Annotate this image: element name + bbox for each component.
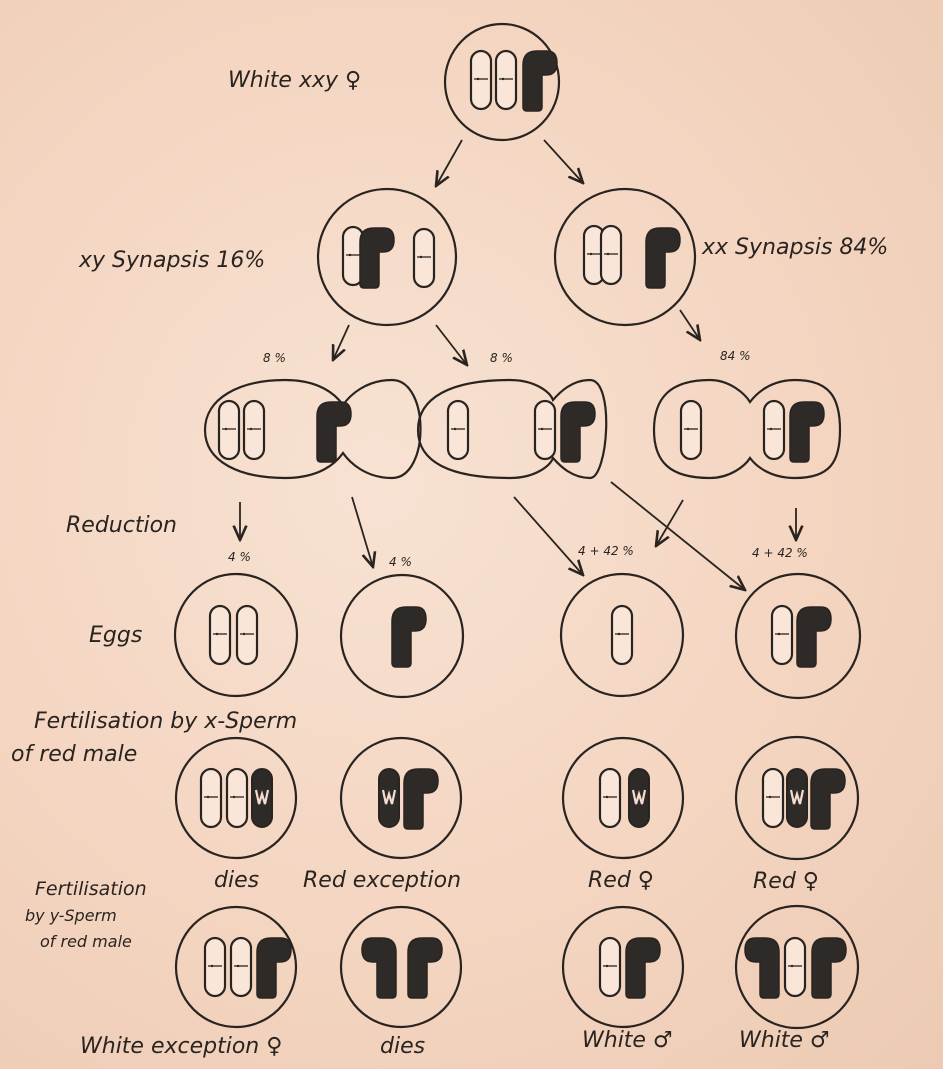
label-red-female-1: Red ♀: [588, 868, 654, 893]
x-zygote-2: [339, 736, 463, 860]
arrows: [240, 139, 796, 590]
pct-4-42-left: 4 + 42 %: [578, 544, 634, 558]
label-eggs: Eggs: [89, 623, 143, 648]
egg-cell-4: [734, 572, 862, 700]
label-fert-y-3: of red male: [40, 932, 132, 951]
label-red-exception: Red exception: [303, 868, 462, 893]
dividing-cell-2: [416, 378, 608, 480]
cell-xy-synapsis: [316, 187, 458, 327]
y-zygote-1: [174, 905, 298, 1029]
y-zygote-2: [339, 905, 463, 1029]
egg-cell-2: [339, 573, 465, 699]
pct-8-left: 8 %: [263, 351, 286, 365]
pct-84: 84 %: [720, 349, 751, 363]
label-red-female-2: Red ♀: [753, 869, 819, 894]
label-xx-synapsis: xx Synapsis 84%: [702, 235, 889, 260]
x-zygote-4: [734, 735, 860, 861]
label-xy-synapsis: xy Synapsis 16%: [79, 248, 266, 273]
label-white-male-1: White ♂: [582, 1028, 673, 1053]
label-fert-y-2: by y-Sperm: [25, 906, 117, 925]
label-fert-x-1: Fertilisation by x-Sperm: [34, 709, 298, 734]
label-fert-x-2: of red male: [11, 742, 138, 767]
label-fert-y-1: Fertilisation: [35, 878, 147, 900]
cell-top: [443, 22, 561, 142]
y-zygote-3: [561, 905, 685, 1029]
pct-4-42-right: 4 + 42 %: [752, 546, 808, 560]
pct-4-left: 4 %: [228, 550, 251, 564]
egg-cell-3: [559, 572, 685, 698]
label-white-male-2: White ♂: [739, 1028, 830, 1053]
dividing-cell-3: [652, 378, 842, 480]
pct-8-right: 8 %: [490, 351, 513, 365]
egg-cell-1: [173, 572, 299, 698]
dividing-cell-1: [203, 378, 422, 480]
label-white-exception: White exception ♀: [80, 1034, 283, 1059]
cell-xx-synapsis: [553, 187, 697, 327]
label-dies-2: dies: [380, 1034, 426, 1059]
pct-4-right: 4 %: [389, 555, 412, 569]
y-zygote-4: [734, 904, 860, 1030]
x-zygote-1: [174, 736, 298, 860]
label-dies-1: dies: [214, 868, 260, 893]
label-reduction: Reduction: [66, 513, 177, 538]
label-white-xxy: White xxy ♀: [228, 68, 362, 93]
x-zygote-3: [561, 736, 685, 860]
